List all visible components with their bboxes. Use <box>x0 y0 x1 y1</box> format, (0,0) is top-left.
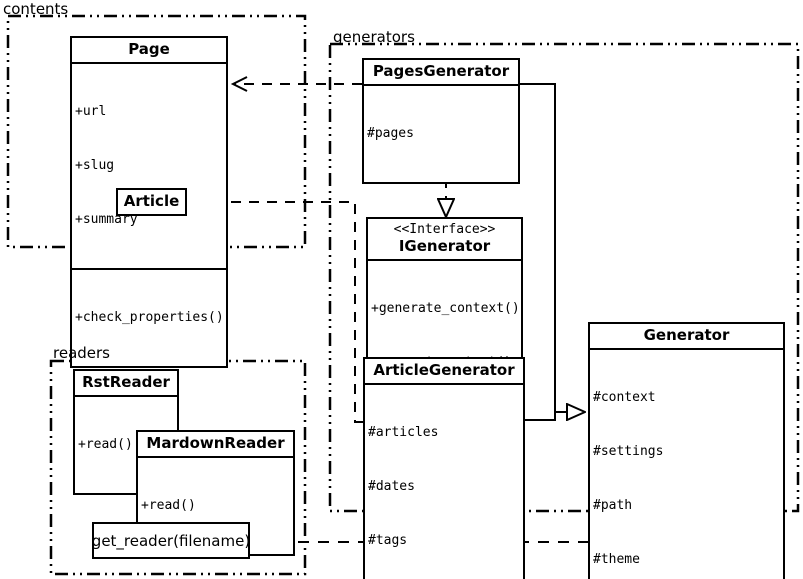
method: +check_properties() <box>75 310 224 325</box>
class-name: ArticleGenerator <box>373 361 515 379</box>
attribute: #pages <box>367 126 414 141</box>
attributes-compartment: #pages <box>364 84 518 182</box>
attribute: +slug <box>75 158 115 173</box>
class-name: IGenerator <box>398 237 491 255</box>
package-label-generators: generators <box>333 28 415 46</box>
attribute: #settings <box>593 444 664 459</box>
attribute: #tags <box>368 533 408 548</box>
class-box-articlegenerator: ArticleGenerator #articles #dates #tags … <box>363 357 525 579</box>
class-box-article: Article <box>116 188 187 216</box>
method: +generate_context() <box>371 301 520 316</box>
class-name: Page <box>128 40 170 58</box>
attribute: +url <box>75 104 107 119</box>
package-border-generators <box>328 42 800 513</box>
class-name: Article <box>123 192 180 210</box>
class-box-generator: Generator #context #settings #path #them… <box>588 322 785 579</box>
package-border-readers <box>49 359 307 576</box>
method: +read() <box>141 498 196 513</box>
methods-compartment: +check_properties() <box>72 268 226 366</box>
edge-articlegenerator-depends-article <box>190 194 363 423</box>
attributes-compartment: #context #settings #path #theme #output_… <box>590 348 783 579</box>
stereotype-label: <<Interface>> <box>393 222 496 237</box>
class-name: MardownReader <box>146 434 285 452</box>
class-name: Generator <box>643 326 730 344</box>
attributes-compartment: +url +slug +summary <box>72 62 226 268</box>
method: +read() <box>78 437 133 452</box>
attribute: #articles <box>368 425 439 440</box>
attribute: #theme <box>593 552 640 567</box>
attribute: #path <box>593 498 633 513</box>
function-box-getreader: get_reader(filename) <box>92 522 250 559</box>
attribute: #dates <box>368 479 415 494</box>
package-label-contents: contents <box>3 0 69 18</box>
attribute: #context <box>593 390 656 405</box>
methods-compartment: +read() <box>138 456 293 554</box>
class-name: PagesGenerator <box>372 62 510 80</box>
attributes-compartment: #articles #dates #tags #categories <box>365 383 523 579</box>
edge-articlegenerator-extends-generator <box>525 412 556 421</box>
edge-pagesgenerator-extends-generator <box>520 83 567 412</box>
methods-compartment: +read() <box>75 395 177 493</box>
package-label-readers: readers <box>53 344 110 362</box>
class-name: RstReader <box>82 373 170 391</box>
class-box-pagesgenerator: PagesGenerator #pages <box>362 58 520 184</box>
